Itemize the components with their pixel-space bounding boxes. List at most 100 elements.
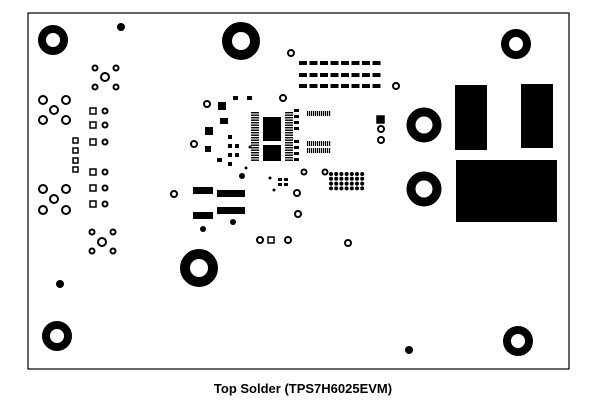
- through-hole-pad: [97, 237, 107, 247]
- smd-pad: [285, 152, 293, 154]
- smd-pad: [251, 159, 259, 161]
- smd-pad: [323, 148, 325, 153]
- through-hole-pad: [294, 210, 302, 218]
- through-hole-pad: [38, 115, 48, 125]
- fine-pitch-pads: [251, 111, 331, 161]
- through-hole-pad: [61, 95, 71, 105]
- smd-pad: [285, 154, 293, 156]
- smd-pad: [285, 122, 293, 124]
- bga-ball: [355, 181, 359, 186]
- through-hole-pad: [377, 136, 385, 144]
- fiducial: [405, 346, 413, 354]
- fiducial: [56, 280, 64, 288]
- smd-pad: [235, 144, 239, 148]
- fiducial: [272, 188, 276, 192]
- through-hole-pad: [109, 228, 117, 236]
- smd-pad: [317, 148, 319, 153]
- smd-pad: [325, 141, 327, 146]
- smd-pad: [72, 137, 79, 144]
- smd-pad: [251, 144, 259, 146]
- through-hole-pad: [38, 95, 48, 105]
- fiducial: [248, 145, 252, 149]
- smd-pad: [251, 152, 259, 154]
- through-hole-pad: [101, 121, 109, 129]
- through-hole-pad: [91, 83, 99, 91]
- smd-pad: [205, 127, 213, 135]
- smd-pad: [251, 157, 259, 159]
- smd-pad: [376, 115, 385, 124]
- smd-pad: [330, 84, 339, 88]
- smd-pad: [294, 152, 299, 155]
- smd-pad: [233, 96, 238, 100]
- bga-ball: [334, 176, 339, 181]
- smd-pad: [321, 141, 323, 146]
- smd-pad: [327, 148, 329, 153]
- through-hole-pad: [190, 140, 198, 148]
- smd-pad: [315, 148, 317, 153]
- smd-pad: [299, 61, 307, 65]
- smd-pad: [285, 124, 293, 126]
- smd-pad: [72, 157, 79, 164]
- smd-pad: [89, 138, 97, 146]
- smd-pad: [285, 144, 293, 146]
- smd-pad: [341, 61, 349, 65]
- smd-pad: [205, 146, 211, 152]
- smd-pad: [313, 148, 315, 153]
- bga-ball: [339, 181, 344, 186]
- bga-ball: [334, 181, 339, 186]
- smd-pad: [317, 111, 319, 116]
- mounting-hole: [180, 249, 218, 287]
- smd-pad: [309, 84, 318, 88]
- through-hole-pad: [88, 247, 96, 255]
- smd-pad: [89, 107, 97, 115]
- smd-pad: [311, 111, 313, 116]
- smd-pad: [315, 111, 317, 116]
- smd-pad: [278, 183, 282, 186]
- smd-pad: [320, 61, 328, 65]
- smd-pad: [323, 111, 325, 116]
- pad-block: [456, 160, 557, 222]
- smd-pad: [323, 141, 325, 146]
- mounting-hole: [42, 321, 72, 351]
- through-hole-pad: [321, 168, 329, 176]
- through-hole-pad: [287, 49, 295, 57]
- mounting-hole: [222, 22, 260, 60]
- smd-pad: [89, 184, 97, 192]
- smd-pad: [235, 153, 239, 157]
- fiducial: [244, 166, 248, 170]
- smd-pad: [329, 148, 331, 153]
- smd-pad: [251, 112, 259, 114]
- bga-ball: [334, 172, 339, 176]
- fiducial: [268, 176, 272, 180]
- bga-ball: [355, 186, 359, 191]
- ic-footprint: [193, 187, 213, 194]
- bga-ball: [360, 186, 365, 191]
- smd-pad: [285, 157, 293, 159]
- ic-footprint: [217, 190, 245, 197]
- bga-ball: [349, 172, 354, 176]
- smd-pad: [362, 73, 370, 77]
- smd-pad: [351, 84, 360, 88]
- smd-pad: [307, 111, 309, 116]
- ic-footprint: [263, 145, 281, 161]
- mounting-hole: [38, 25, 68, 55]
- smd-pad: [284, 178, 288, 181]
- smd-pad: [325, 111, 327, 116]
- ic-footprints: [193, 96, 299, 232]
- square-pads: [72, 107, 385, 244]
- smd-pad: [309, 148, 311, 153]
- smd-pad: [321, 148, 323, 153]
- through-hole-pad: [344, 239, 352, 247]
- power-pads: [455, 84, 557, 222]
- smd-pad: [299, 84, 307, 88]
- smd-pad: [317, 141, 319, 146]
- through-hole-pad: [293, 189, 301, 197]
- bga-array: [329, 172, 365, 191]
- smd-pad: [319, 111, 321, 116]
- smd-pad: [329, 141, 331, 146]
- smd-pad: [72, 166, 79, 173]
- ic-footprint: [193, 212, 213, 219]
- through-hole-pad: [38, 184, 48, 194]
- bga-ball: [339, 176, 344, 181]
